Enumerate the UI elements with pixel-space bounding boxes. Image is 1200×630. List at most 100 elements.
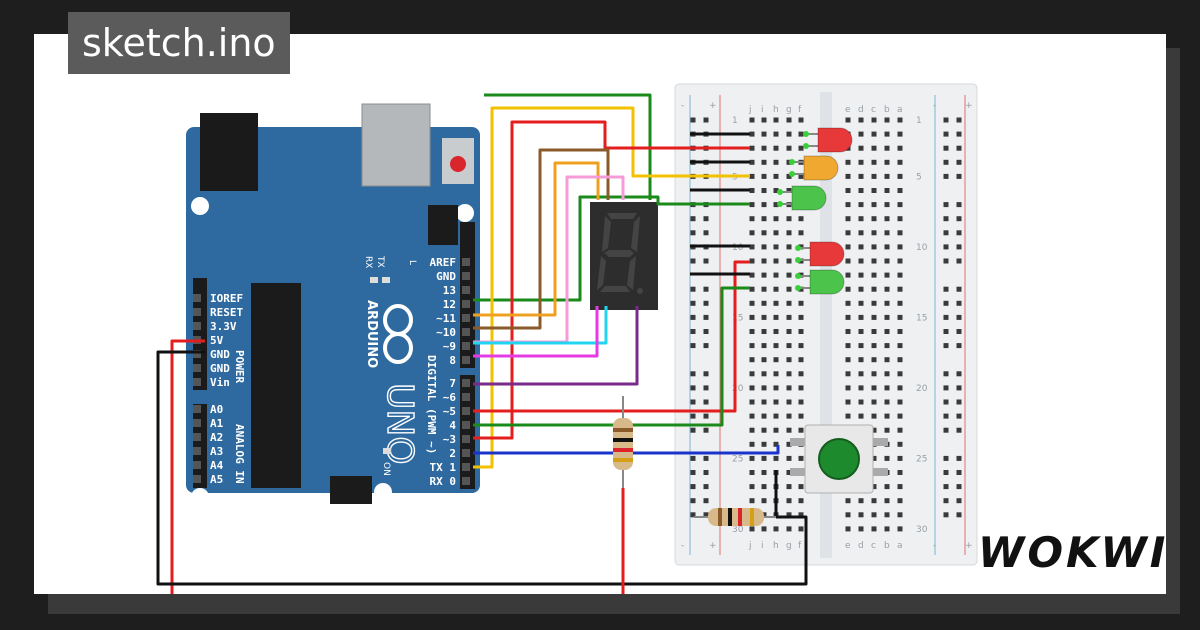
bb-hole bbox=[858, 216, 864, 222]
rail-hole bbox=[956, 343, 962, 349]
bb-hole bbox=[773, 145, 779, 151]
bb-hole bbox=[845, 329, 851, 334]
led-red-2[interactable] bbox=[795, 241, 845, 267]
bb-hole bbox=[897, 399, 903, 405]
analog-pin: A3 bbox=[210, 445, 223, 458]
digital-pin-socket bbox=[462, 393, 470, 401]
wire-green-4 bbox=[473, 286, 750, 427]
bb-hole bbox=[897, 117, 903, 123]
analog-pin: A5 bbox=[210, 473, 223, 486]
led-green-2[interactable] bbox=[795, 269, 845, 295]
bb-hole bbox=[786, 230, 792, 236]
resistor-horizontal[interactable] bbox=[694, 508, 776, 526]
bb-hole bbox=[798, 526, 804, 532]
bb-hole bbox=[845, 230, 851, 236]
rail-hole bbox=[956, 131, 962, 137]
bb-hole bbox=[897, 258, 903, 264]
bb-hole bbox=[897, 173, 903, 179]
bb-hole bbox=[884, 357, 890, 363]
file-tab[interactable]: sketch.ino bbox=[68, 12, 290, 74]
rail-hole bbox=[943, 455, 949, 461]
rail-hole bbox=[690, 300, 696, 306]
bb-hole bbox=[773, 159, 779, 165]
power-pin: GND bbox=[210, 348, 230, 361]
icsp-header-2 bbox=[330, 476, 372, 504]
bb-hole bbox=[884, 117, 890, 123]
bb-hole bbox=[845, 244, 851, 250]
bb-hole bbox=[845, 385, 851, 391]
bb-hole bbox=[884, 314, 890, 320]
analog-pin-socket bbox=[193, 461, 201, 469]
rail-hole bbox=[943, 145, 949, 151]
reset-button[interactable] bbox=[450, 156, 466, 172]
led-green-1[interactable] bbox=[777, 185, 827, 211]
rail-hole bbox=[703, 258, 709, 264]
power-pin: 3.3V bbox=[210, 320, 237, 333]
bb-hole bbox=[761, 286, 767, 292]
rail-hole bbox=[943, 314, 949, 320]
digital-pin: ~11 bbox=[436, 312, 456, 325]
bb-hole bbox=[871, 145, 877, 151]
bb-hole bbox=[897, 427, 903, 433]
bb-hole bbox=[786, 272, 792, 278]
col-letter: f bbox=[798, 105, 802, 115]
bb-hole bbox=[897, 300, 903, 306]
row-number-right: 20 bbox=[916, 384, 928, 394]
col-letter: b bbox=[884, 105, 890, 115]
digital-pin: ~3 bbox=[443, 433, 456, 446]
seven-segment-display[interactable] bbox=[590, 202, 658, 310]
bb-hole bbox=[858, 145, 864, 151]
resistor-vertical[interactable] bbox=[613, 396, 633, 488]
bb-hole bbox=[871, 399, 877, 405]
bb-hole bbox=[749, 145, 755, 151]
bb-hole bbox=[749, 258, 755, 264]
power-pin-socket bbox=[193, 308, 201, 316]
bb-hole bbox=[871, 371, 877, 377]
bb-hole bbox=[897, 526, 903, 532]
pushbutton[interactable] bbox=[790, 424, 888, 494]
bb-hole bbox=[798, 371, 804, 377]
rail-hole bbox=[956, 455, 962, 461]
bb-hole bbox=[786, 484, 792, 490]
bb-hole bbox=[761, 498, 767, 504]
col-letter-bottom: g bbox=[786, 541, 792, 551]
rail-hole bbox=[690, 512, 696, 518]
bb-hole bbox=[761, 188, 767, 193]
bb-hole bbox=[871, 498, 877, 504]
bb-hole bbox=[773, 216, 779, 222]
bb-hole bbox=[884, 230, 890, 236]
bb-hole bbox=[773, 258, 779, 264]
power-pin: IOREF bbox=[210, 292, 243, 305]
rail-hole bbox=[690, 385, 696, 391]
col-letter: d bbox=[858, 105, 864, 115]
digital-pin-socket bbox=[462, 314, 470, 322]
bb-hole bbox=[761, 258, 767, 264]
bb-hole bbox=[858, 272, 864, 278]
bb-hole bbox=[858, 173, 864, 179]
bb-hole bbox=[884, 455, 890, 461]
wire-orange bbox=[473, 161, 600, 317]
bb-hole bbox=[858, 329, 864, 334]
pushbutton-cap[interactable] bbox=[818, 438, 860, 480]
tx-led bbox=[370, 277, 378, 283]
rail-hole bbox=[943, 427, 949, 433]
bb-hole bbox=[773, 441, 779, 447]
bb-hole bbox=[884, 498, 890, 504]
bb-hole bbox=[845, 512, 851, 518]
digital-pin: GND bbox=[436, 270, 456, 283]
led-red-1[interactable] bbox=[803, 127, 853, 153]
bb-hole bbox=[786, 427, 792, 433]
bb-hole bbox=[749, 244, 755, 250]
bb-hole bbox=[773, 343, 779, 349]
bb-hole bbox=[897, 272, 903, 278]
rail-plus-label-bottom: + bbox=[709, 541, 717, 551]
bb-hole bbox=[786, 413, 792, 419]
analog-section-label: ANALOG IN bbox=[233, 424, 246, 484]
leds[interactable] bbox=[777, 127, 853, 295]
bb-hole bbox=[798, 484, 804, 490]
led-yellow[interactable] bbox=[789, 155, 839, 181]
